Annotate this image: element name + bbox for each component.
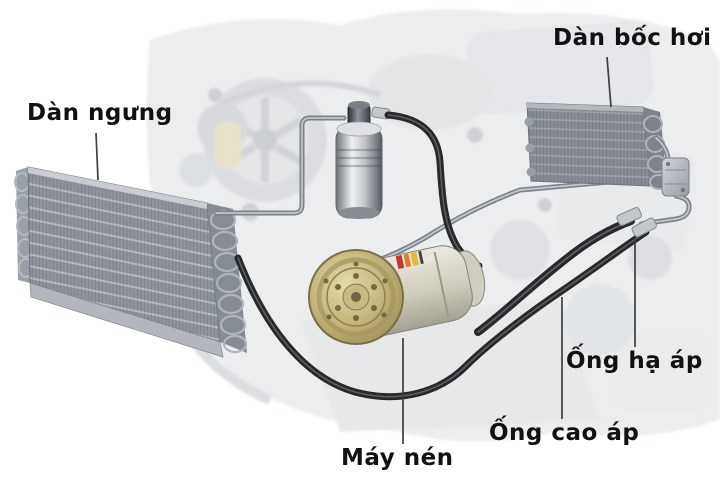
evaporator-leader-line <box>606 56 612 108</box>
hose-fittings <box>616 207 657 238</box>
compressor-clutch <box>308 249 404 345</box>
high-pressure-hose <box>234 228 650 401</box>
evaporator-unit <box>524 102 669 192</box>
expansion-valve <box>661 157 690 197</box>
low-pressure-pipe-label: Ống hạ áp <box>566 348 703 374</box>
pipes-front <box>213 115 692 227</box>
condenser-leader-line <box>95 132 99 181</box>
condenser-unit <box>14 166 248 358</box>
compressor-unit <box>308 245 486 345</box>
leader-lines <box>95 56 636 444</box>
receiver-drier <box>335 101 391 219</box>
condenser-label: Dàn ngưng <box>27 100 173 126</box>
high-pressure-pipe-label: Ống cao áp <box>489 420 640 446</box>
compressor-label: Máy nén <box>341 445 454 471</box>
evaporator-label: Dàn bốc hơi <box>553 25 712 51</box>
low-pressure-hose <box>474 217 635 336</box>
